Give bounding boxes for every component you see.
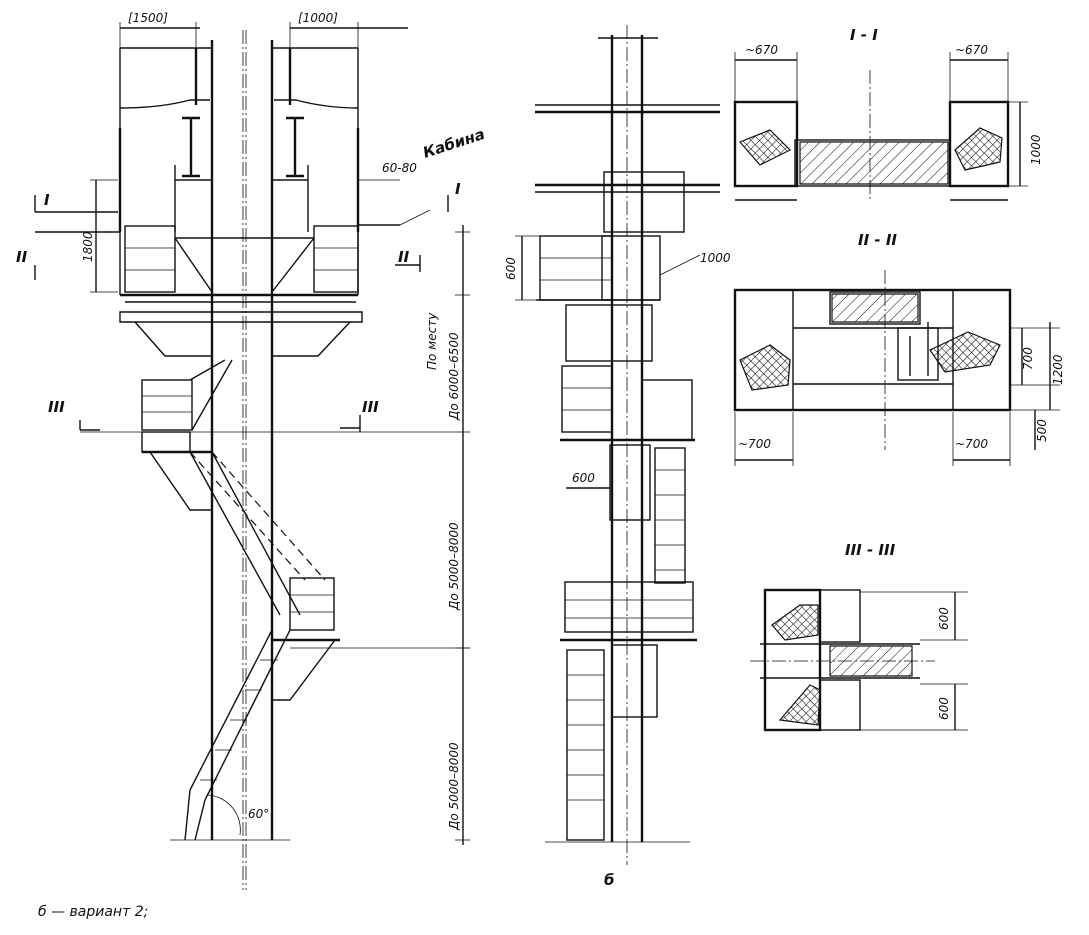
dim-700-vertical: 700: [1021, 347, 1035, 370]
middle-elevation: [515, 25, 720, 865]
label-view-b: б: [604, 871, 614, 889]
dim-670-left: ~670: [745, 43, 778, 57]
dim-1200: 1200: [1051, 354, 1065, 385]
dim-60-80: 60-80: [382, 161, 417, 175]
section-title-3: III - III: [845, 541, 896, 559]
dim-600-b: 600: [572, 471, 595, 485]
mark-III-left: III: [48, 398, 65, 416]
vdim-local: По месту: [425, 312, 439, 370]
dim-600-vertical: 600: [504, 257, 518, 280]
section-3: [750, 588, 968, 732]
mark-I-right: I: [455, 180, 461, 198]
mark-II-left: II: [16, 248, 28, 266]
dim-1500: [1500]: [128, 11, 168, 25]
dim-600-section3-top: 600: [937, 607, 951, 630]
dim-500: 500: [1035, 419, 1049, 442]
vdim-range3: До 5000–8000: [447, 742, 461, 831]
label-cabin: Кабина: [421, 125, 487, 162]
dim-angle: 60°: [248, 807, 269, 821]
section-title-1: I - I: [850, 26, 878, 44]
dim-1000-section1: 1000: [1029, 134, 1043, 165]
section-2: [733, 270, 1060, 466]
dim-700-right: ~700: [955, 437, 988, 451]
vdim-range2: До 5000–8000: [447, 522, 461, 611]
dim-600-section3-bottom: 600: [937, 697, 951, 720]
section-title-2: II - II: [858, 231, 897, 249]
vdim-range1: До 6000–6500: [447, 332, 461, 421]
dim-700-left: ~700: [738, 437, 771, 451]
mark-III-right: III: [362, 398, 379, 416]
dim-1800: 1800: [81, 231, 95, 262]
dim-1000-top: [1000]: [298, 11, 338, 25]
mark-I-left: I: [44, 191, 50, 209]
section-1: [733, 52, 1028, 201]
mark-II-right: II: [398, 248, 410, 266]
dim-670-right: ~670: [955, 43, 988, 57]
dim-1000-b: 1000: [700, 251, 731, 265]
left-elevation: [34, 22, 470, 890]
figure-caption: б — вариант 2;: [38, 904, 149, 920]
